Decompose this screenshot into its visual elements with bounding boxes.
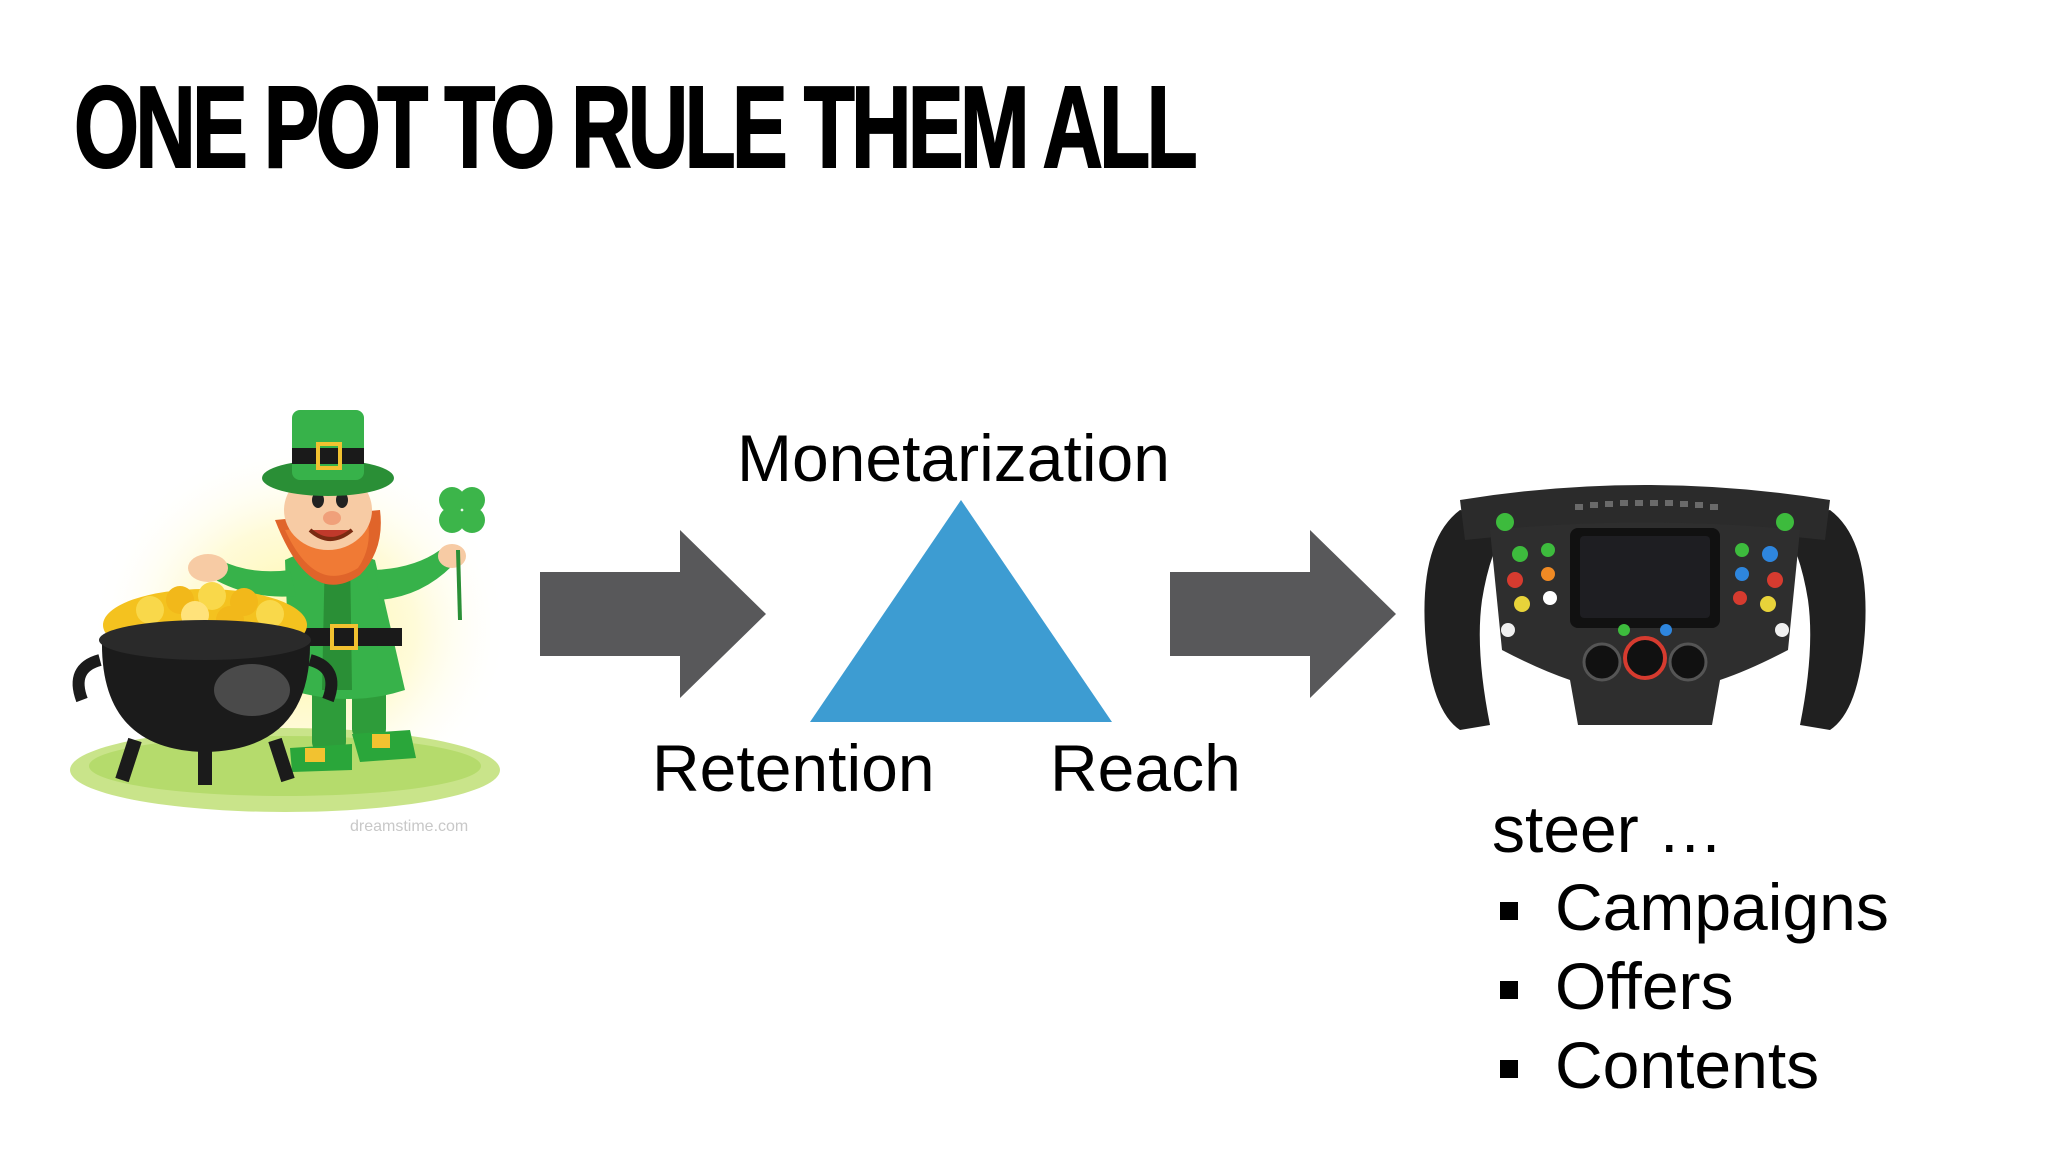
image-watermark: dreamstime.com	[350, 818, 469, 835]
steering-wheel-icon	[1420, 480, 1870, 745]
triangle-label-top: Monetarization	[737, 421, 1170, 495]
list-item: Offers	[1492, 947, 2032, 1026]
steer-list: Campaigns Offers Contents	[1492, 868, 2032, 1105]
triangle-fill	[810, 500, 1112, 722]
arrow-1-shape	[540, 530, 766, 698]
list-item-text: Offers	[1555, 949, 1734, 1023]
square-bullet-icon	[1500, 902, 1518, 920]
square-bullet-icon	[1500, 1060, 1518, 1078]
list-item: Contents	[1492, 1026, 2032, 1105]
list-item-text: Contents	[1555, 1028, 1820, 1102]
list-item: Campaigns	[1492, 868, 2032, 947]
triangle-label-bottom-right: Reach	[1050, 731, 1241, 805]
list-item-text: Campaigns	[1555, 870, 1889, 944]
arrow-2-shape	[1170, 530, 1396, 698]
steer-block: steer … Campaigns Offers Contents	[1492, 790, 2032, 1105]
triangle-label-bottom-left: Retention	[652, 731, 935, 805]
steer-heading: steer …	[1492, 792, 1724, 866]
slide-title: ONE POT TO RULE THEM ALL	[73, 61, 1198, 193]
square-bullet-icon	[1500, 981, 1518, 999]
leprechaun-pot-of-gold-icon	[60, 400, 520, 840]
arrow-right-icon	[1170, 530, 1396, 698]
arrow-right-icon	[540, 530, 766, 698]
triangle-shape	[810, 500, 1112, 722]
